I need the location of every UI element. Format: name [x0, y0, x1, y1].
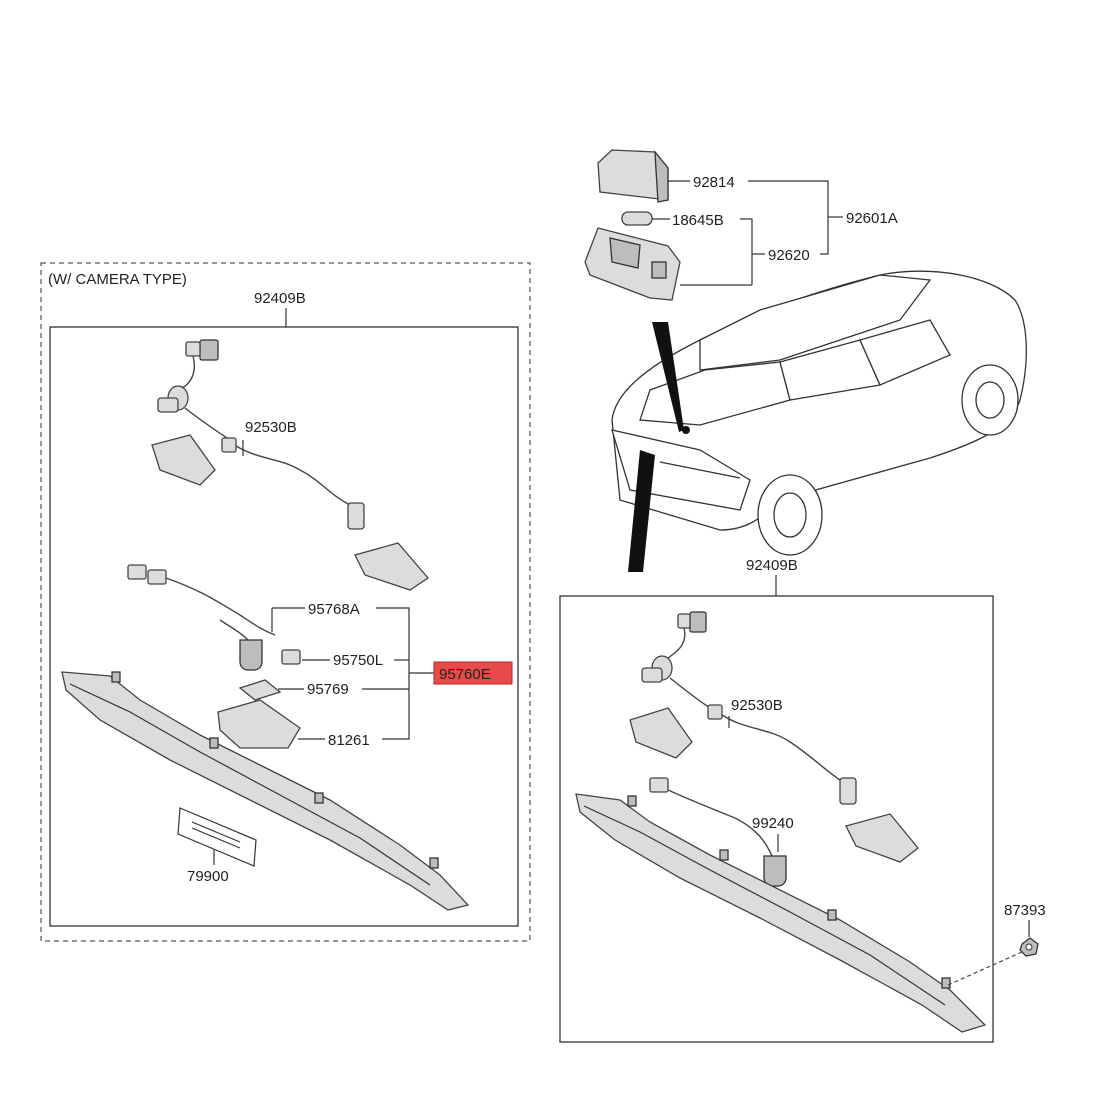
- right-assembly-label: 92409B: [746, 557, 798, 574]
- lamp-housing-label: 92620: [768, 247, 810, 264]
- camera-assembly-label: 95760E: [439, 666, 491, 683]
- lamp-cover-label: 92814: [693, 174, 735, 191]
- caution-label-card: [177, 807, 257, 867]
- right-camera-harness: [649, 777, 787, 887]
- left-camera-gasket: [238, 679, 282, 701]
- license-lamp-cover: [597, 149, 669, 203]
- nut-dashed-leader: [947, 951, 1023, 986]
- lamp-bulb: [621, 211, 653, 226]
- camera-assembly-highlight: [433, 661, 513, 685]
- right-assembly-frame: [559, 595, 994, 1043]
- lamp-assembly-label: 92601A: [846, 210, 898, 227]
- part-95769-label: 95769: [307, 681, 349, 698]
- lamp-subassembly-bracket: [740, 218, 753, 285]
- nut-part: [1019, 937, 1039, 957]
- right-wire-label: 92530B: [731, 697, 783, 714]
- camera-type-dashed-frame: [40, 262, 531, 942]
- lamp-housing: [584, 227, 681, 301]
- left-assembly-frame: [49, 326, 519, 927]
- left-camera-harness: [127, 564, 301, 671]
- part-95768A-label: 95768A: [308, 601, 360, 618]
- left-assembly-label: 92409B: [254, 290, 306, 307]
- right-high-mount-lamp-bar: [575, 793, 987, 1033]
- part-95750L-label: 95750L: [333, 652, 383, 669]
- camera-parts-bracket: [376, 607, 410, 740]
- pointer-to-lamp: [652, 322, 684, 432]
- camera-type-label: (W/ CAMERA TYPE): [48, 271, 187, 288]
- pointer-to-bar: [628, 450, 655, 572]
- left-wire-label: 92530B: [245, 419, 297, 436]
- right-license-lamp-a: [629, 707, 693, 759]
- right-license-lamp-b: [845, 813, 919, 863]
- left-license-lamp-wiring: [157, 339, 365, 530]
- lamp-assembly-bracket: [748, 180, 829, 255]
- part-81261-label: 81261: [328, 732, 370, 749]
- left-license-lamp-b: [354, 542, 429, 591]
- vehicle-rear-view: [611, 270, 1027, 556]
- lamp-bulb-label: 18645B: [672, 212, 724, 229]
- left-license-lamp-a: [151, 434, 216, 486]
- left-camera-bracket: [217, 699, 301, 749]
- right-license-lamp-wiring: [641, 611, 857, 805]
- left-high-mount-lamp-bar: [61, 671, 470, 911]
- label-part-number: 79900: [187, 868, 229, 885]
- nut-label: 87393: [1004, 902, 1046, 919]
- right-camera-label: 99240: [752, 815, 794, 832]
